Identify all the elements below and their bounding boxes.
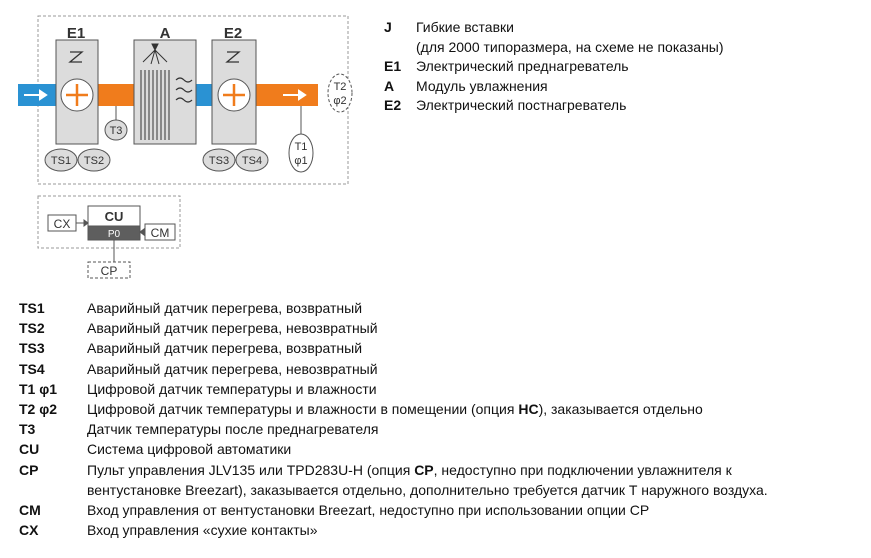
p0-label: P0 [108,229,121,240]
ts4-sensor [235,148,269,172]
phi1-label: φ1 [294,155,307,167]
legend-item: вентустановке Breezart), заказывается от… [87,481,768,498]
cx-label: CX [54,217,71,231]
t1-label: T1 [295,141,308,153]
ts2-label: TS2 [84,155,104,167]
duct-e1-to-a [98,84,134,106]
cu-label: CU [105,209,124,224]
cm-arrow-icon [139,228,145,236]
e2-label: E2 [224,25,242,42]
spray-nozzle-icon [142,43,168,65]
arrow-inlet-icon [24,89,48,101]
arrow-outlet-icon [283,89,307,101]
e1-plus-icon [60,78,94,112]
ts1-label: TS1 [51,155,71,167]
t3-label: T3 [110,125,123,137]
phi2-label: φ2 [333,95,346,107]
ts4-label: TS4 [242,155,262,167]
ts3-label: TS3 [209,155,229,167]
ts1-sensor [44,148,78,172]
heater-symbol-icon [225,51,241,63]
control-frame [37,195,181,249]
humidifier-media-icon [140,70,170,140]
cx-arrow-icon [76,219,89,227]
t1-phi1-sensor [288,133,314,173]
t3-sensor [104,119,128,141]
e2-plus-icon [217,78,251,112]
t2-phi2-sensor [327,73,353,113]
a-label: A [160,25,171,42]
cp-label: CP [101,264,118,278]
ts2-sensor [77,148,111,172]
e1-label: E1 [67,25,85,42]
cm-label: CM [151,226,170,240]
legend-item: (для 2000 типоразмера, на схеме не показ… [416,38,724,55]
heater-symbol-icon [68,51,84,63]
t2-label: T2 [334,81,347,93]
ts3-sensor [202,148,236,172]
cp-box [87,261,131,279]
duct-a-to-e2 [196,84,212,106]
moisture-waves-icon [175,77,193,103]
